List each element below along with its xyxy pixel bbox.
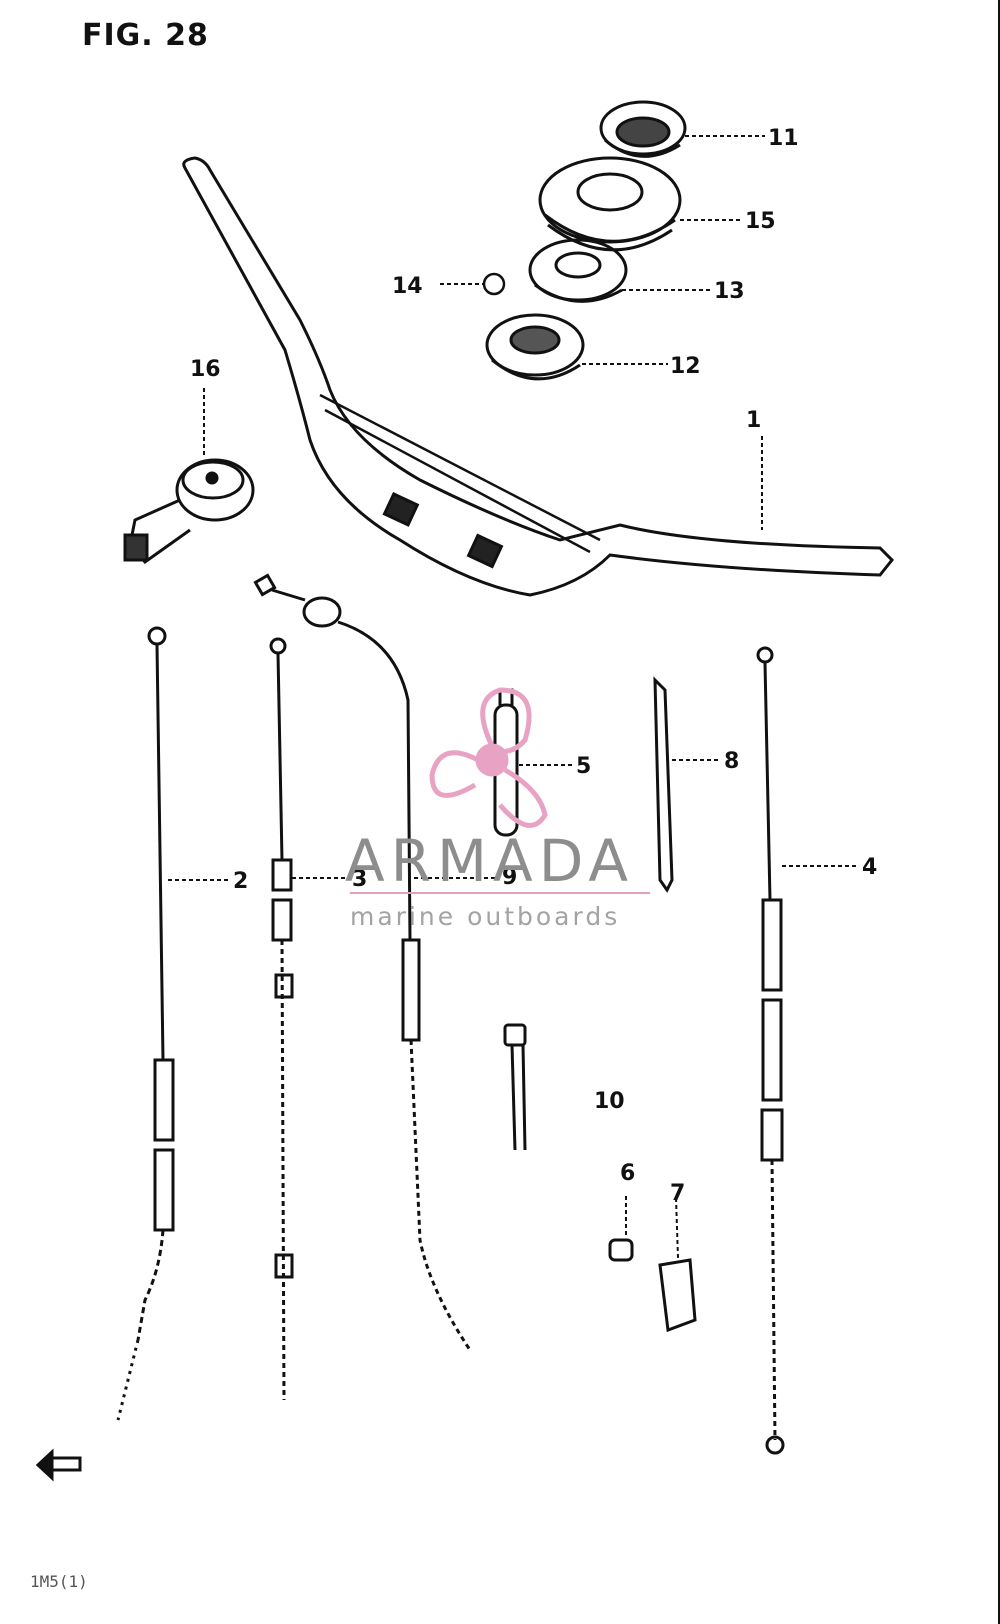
figure-title: FIG. 28 bbox=[82, 18, 209, 53]
callout-8: 8 bbox=[724, 749, 739, 774]
callout-3: 3 bbox=[352, 867, 367, 892]
switch-part-16 bbox=[123, 458, 255, 565]
callout-10: 10 bbox=[594, 1089, 625, 1114]
cable-part-2 bbox=[116, 626, 175, 1421]
watermark-propeller-icon bbox=[429, 687, 548, 828]
cable-part-4 bbox=[756, 646, 785, 1455]
callout-15: 15 bbox=[745, 209, 776, 234]
handlebar bbox=[182, 156, 895, 597]
footer-code: 1M5(1) bbox=[30, 1572, 88, 1591]
watermark-tagline: marine outboards bbox=[350, 902, 621, 931]
callout-6: 6 bbox=[620, 1161, 635, 1186]
callout-2: 2 bbox=[233, 869, 248, 894]
cable-part-3 bbox=[269, 637, 294, 1401]
seat-part-12 bbox=[485, 313, 585, 381]
callout-16: 16 bbox=[190, 357, 221, 382]
callout-12: 12 bbox=[670, 354, 701, 379]
band-part-10 bbox=[503, 1023, 527, 1151]
callout-13: 13 bbox=[714, 279, 745, 304]
leader-lines bbox=[168, 135, 858, 1259]
clamp-part-7 bbox=[658, 1258, 697, 1333]
watermark-divider bbox=[350, 892, 650, 894]
callout-11: 11 bbox=[768, 126, 799, 151]
band-part-8 bbox=[653, 676, 674, 893]
callout-4: 4 bbox=[862, 855, 877, 880]
callout-7: 7 bbox=[670, 1181, 685, 1206]
ball-part-14 bbox=[482, 272, 506, 296]
callout-5: 5 bbox=[576, 754, 591, 779]
nut-part-11 bbox=[599, 100, 687, 158]
callout-14: 14 bbox=[392, 274, 423, 299]
callout-1: 1 bbox=[746, 408, 761, 433]
cable-part-9 bbox=[253, 573, 472, 1351]
washer-part-15 bbox=[538, 156, 682, 252]
frame-border bbox=[998, 0, 1000, 1624]
direction-arrow-icon bbox=[35, 1448, 82, 1482]
cushion-part-13 bbox=[528, 238, 628, 303]
clamp-part-6 bbox=[608, 1238, 634, 1262]
callout-9: 9 bbox=[502, 865, 517, 890]
watermark-brand: ARMADA bbox=[345, 827, 635, 895]
